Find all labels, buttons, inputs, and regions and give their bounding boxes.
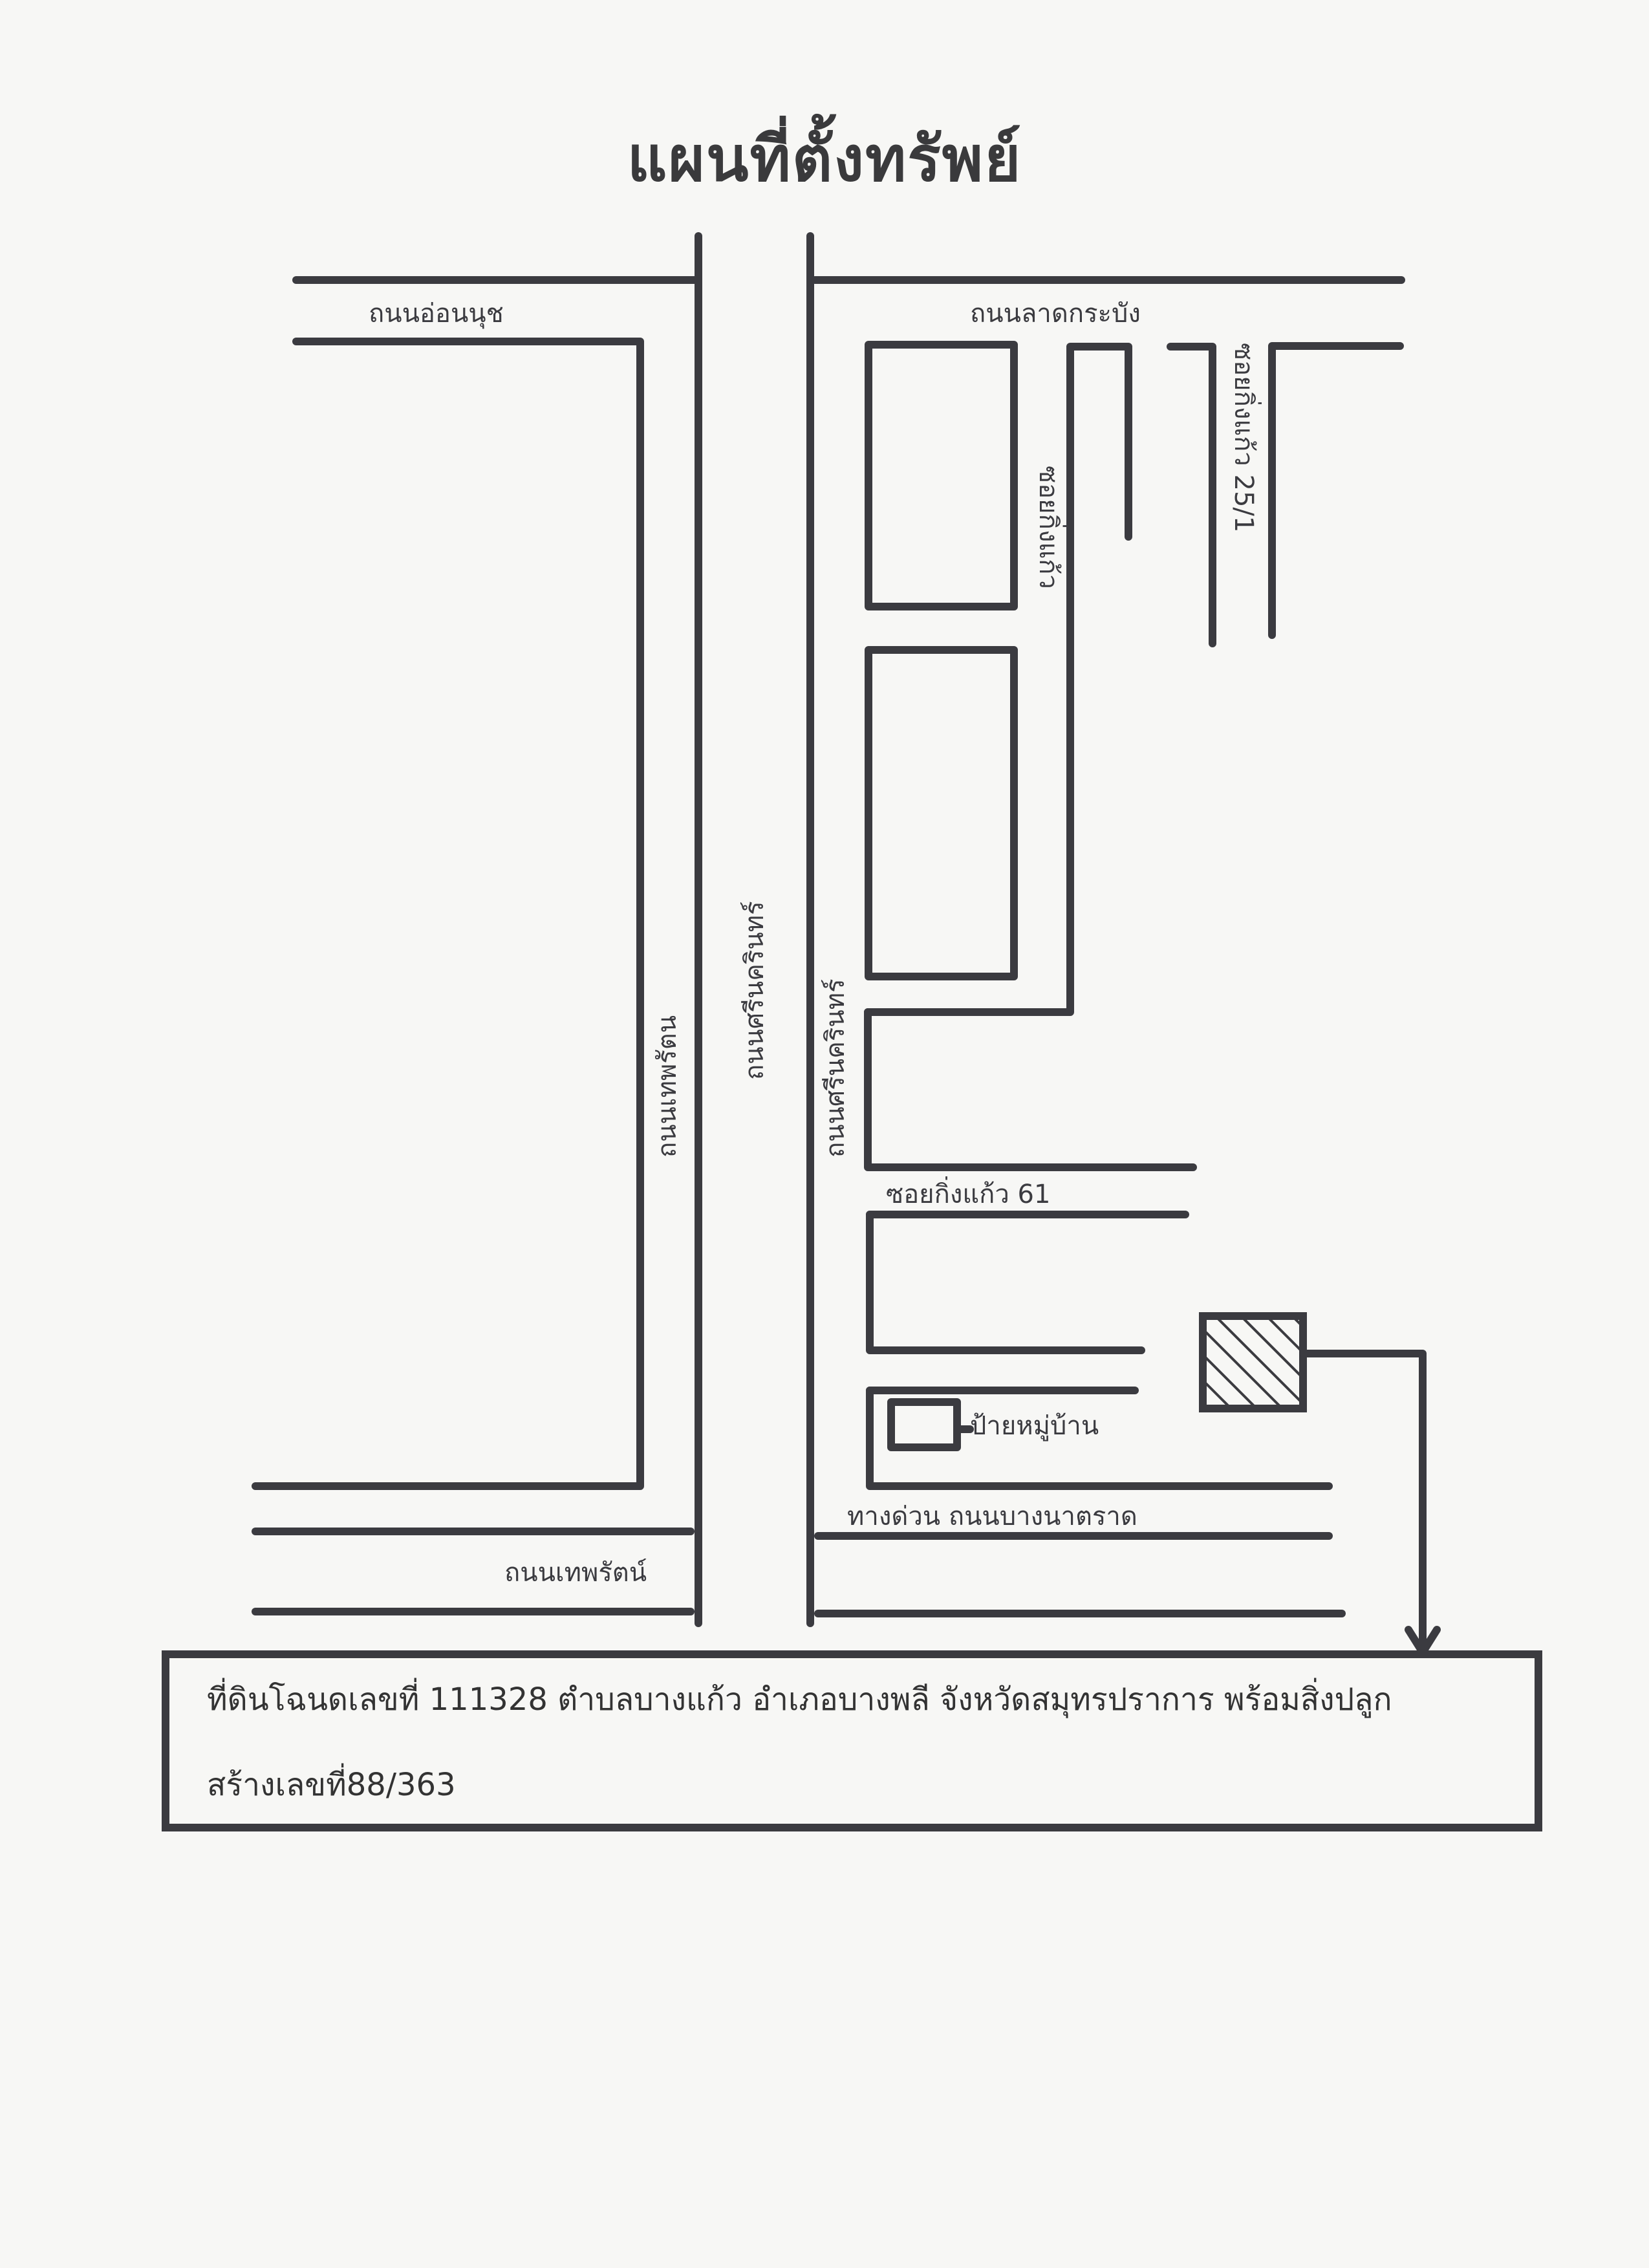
property-marker — [1199, 1312, 1441, 1656]
caption-box — [162, 1650, 1542, 1831]
caption-line-2: สร้างเลขที่88/363 — [207, 1767, 456, 1803]
bottom-roads-right — [814, 1532, 1346, 1617]
bottom-roads-left — [252, 1528, 695, 1615]
label-right-frontage-road: ถนนศรีนครินทร์ — [821, 978, 850, 1158]
soi-roads — [864, 342, 1404, 1490]
label-soi-upper: ซอยกิ่งแก้ว — [1033, 466, 1066, 589]
label-bottom-left-road: ถนนเทพรัตน์ — [504, 1558, 647, 1588]
label-village-sign: ป้ายหมู่บ้าน — [970, 1411, 1099, 1441]
page-title: แผนที่ตั้งทรัพย์ — [627, 123, 1022, 195]
label-road-top-right: ถนนลาดกระบัง — [970, 299, 1141, 329]
block-upper-2 — [865, 646, 1018, 980]
village-sign-marker — [887, 1398, 974, 1451]
label-soi-right: ซอยกิ่งแก้ว 25/1 — [1229, 343, 1262, 532]
road-top-left — [252, 276, 699, 1490]
label-main-road: ถนนศรีนครินทร์ — [740, 901, 770, 1080]
label-left-frontage-road: ถนนเทพรัตน — [652, 1015, 682, 1158]
label-bottom-right-road: ทางด่วน ถนนบางนาตราด — [847, 1502, 1137, 1531]
label-road-top-left: ถนนอ่อนนุช — [369, 299, 504, 329]
caption-line-1: ที่ดินโฉนดเลขที่ 111328 ตำบลบางแก้ว อำเภ… — [207, 1681, 1392, 1718]
label-soi-61: ซอยกิ่งแก้ว 61 — [886, 1176, 1050, 1209]
main-highway — [695, 232, 814, 1627]
block-upper-1 — [865, 341, 1018, 610]
